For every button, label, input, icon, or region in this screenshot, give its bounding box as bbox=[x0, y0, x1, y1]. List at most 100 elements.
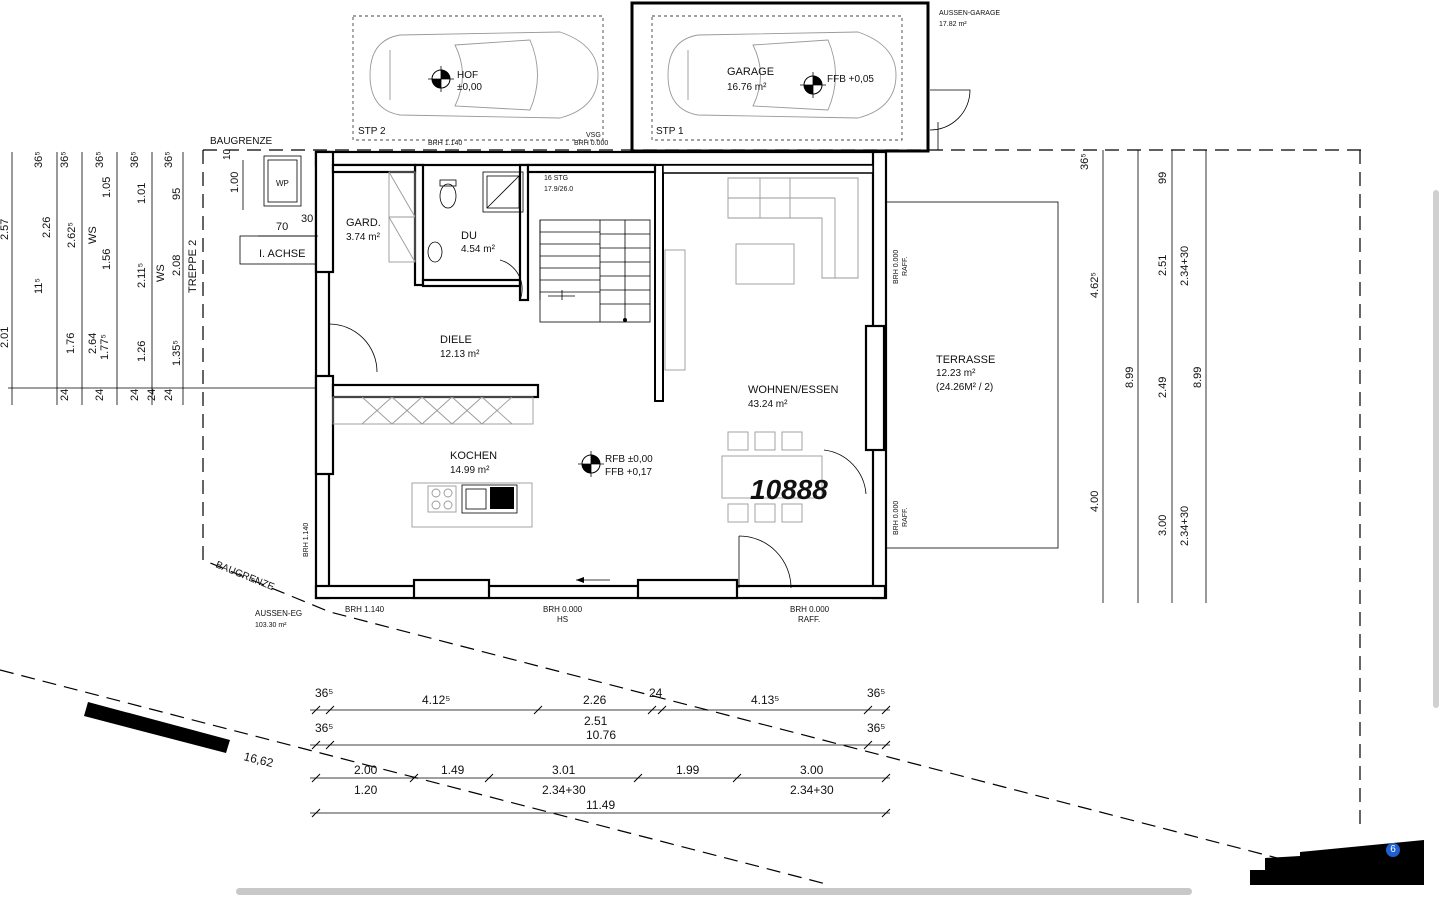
dim-l-a2: 2.62⁵ bbox=[66, 222, 78, 248]
gard-area: 3.74 m² bbox=[346, 232, 381, 243]
corner-badge[interactable]: 6 bbox=[1386, 843, 1400, 857]
dimension-tick bbox=[863, 705, 873, 715]
dim-r1-1: 4.12⁵ bbox=[422, 693, 450, 707]
dim-r-0: 36⁵ bbox=[1079, 153, 1091, 170]
dim-r-8: 4.00 bbox=[1089, 491, 1101, 512]
dimension-tick bbox=[325, 740, 335, 750]
dim-l-s2: 70 bbox=[276, 221, 288, 233]
brh-left: BRH 1.140 bbox=[303, 523, 310, 557]
doors bbox=[328, 323, 867, 589]
dim-l-a6: 1.01 bbox=[136, 183, 148, 204]
car-icon bbox=[369, 31, 599, 119]
toilet-icon bbox=[439, 183, 457, 209]
raff-right-bottom: RAFF. bbox=[902, 508, 909, 528]
dimension-tick bbox=[311, 740, 321, 750]
parking-area: HOF ±0,00 GARAGE 16.76 m² FFB +0,05 AUSS… bbox=[352, 1, 1000, 153]
dim-r4-2: 3.01 bbox=[552, 763, 576, 777]
ffb-level: FFB +0,17 bbox=[605, 467, 652, 478]
dimension-tick bbox=[881, 705, 891, 715]
wp-label: WP bbox=[276, 179, 289, 188]
dim-r1-0: 36⁵ bbox=[315, 686, 333, 700]
dim-r5-2: 2.34+30 bbox=[790, 783, 834, 797]
dim-r-2: 4.62⁵ bbox=[1089, 272, 1101, 298]
garage-level: FFB +0,05 bbox=[827, 74, 874, 85]
dim-r-7: 8.99 bbox=[1192, 367, 1204, 388]
dim-l-bot-4: 24 bbox=[146, 389, 158, 401]
baugrenze-bottom: BAUGRENZE bbox=[214, 560, 276, 594]
dim-r4-0: 2.00 bbox=[354, 763, 378, 777]
brh-top-2: BRH 0.000 bbox=[574, 140, 608, 147]
dim-l-bot-2: 24 bbox=[129, 389, 141, 401]
dim-l-b1: 2.01 bbox=[0, 327, 11, 348]
kitchen-units bbox=[332, 396, 534, 528]
brh-bottom-left: BRH 1.140 bbox=[345, 605, 385, 614]
dim-r1-2: 2.26 bbox=[583, 693, 607, 707]
gard-label: GARD. bbox=[346, 217, 381, 229]
achse-label: I. ACHSE bbox=[259, 248, 305, 260]
kochen-area: 14.99 m² bbox=[450, 465, 490, 476]
dim-r4-4: 3.00 bbox=[800, 763, 824, 777]
dim-l-top-1: 36⁵ bbox=[59, 151, 71, 168]
du-area: 4.54 m² bbox=[461, 244, 496, 255]
treppe-label: TREPPE 2 bbox=[187, 240, 199, 293]
garage-area: 16.76 m² bbox=[727, 82, 767, 93]
dimension-tick bbox=[647, 705, 657, 715]
wohnen-area: 43.24 m² bbox=[748, 399, 788, 410]
plot-number: 10888 bbox=[750, 474, 828, 505]
aussen-eg-area: 103.30 m² bbox=[255, 622, 287, 629]
terrasse-area: 12.23 m² bbox=[936, 368, 976, 379]
interior-walls bbox=[331, 163, 657, 399]
stair-ratio: 17.9/26.0 bbox=[544, 186, 573, 193]
raff-bottom: RAFF. bbox=[798, 615, 820, 624]
dimension-tick bbox=[881, 773, 891, 783]
sink-icon bbox=[461, 484, 518, 514]
diele-label: DIELE bbox=[440, 334, 472, 346]
dim-l-b5: 1.26 bbox=[136, 341, 148, 362]
dim-l-b6: 1.35⁵ bbox=[171, 340, 183, 366]
dimension-tick bbox=[732, 773, 742, 783]
brh-top-1: BRH 1.140 bbox=[428, 140, 462, 147]
dim-r-9: 3.00 bbox=[1157, 515, 1169, 536]
dim-l-a9: 95 bbox=[171, 188, 183, 200]
aussen-garage-area: 17.82 m² bbox=[939, 21, 967, 28]
dim-l-b0: 11⁵ bbox=[33, 278, 45, 294]
dim-l-a5: 1.56 bbox=[101, 249, 113, 270]
dim-r6-0: 11.49 bbox=[586, 798, 615, 812]
dim-l-s3: 30 bbox=[301, 213, 313, 225]
stair-steps: 16 STG bbox=[544, 175, 568, 182]
dim-l-top-3: 36⁵ bbox=[129, 151, 141, 168]
diele-area: 12.13 m² bbox=[440, 349, 480, 360]
dimension-tick bbox=[881, 740, 891, 750]
dim-r4-3: 1.99 bbox=[676, 763, 700, 777]
aussen-garage-label: AUSSEN-GARAGE bbox=[939, 10, 1000, 17]
level-marker-icon bbox=[428, 66, 454, 92]
horizontal-scrollbar[interactable] bbox=[236, 888, 1192, 895]
vertical-scrollbar[interactable] bbox=[1433, 190, 1439, 708]
dim-l-s1: 1.00 bbox=[229, 172, 241, 193]
right-dimensions: 36⁵ 99 4.62⁵ 2.51 2.34+30 8.99 2.49 8.99… bbox=[1079, 150, 1207, 603]
wardrobe bbox=[388, 171, 416, 263]
dim-r1-3: 24 bbox=[649, 686, 663, 700]
dim-l-a4: 1.05 bbox=[101, 177, 113, 198]
dim-l-s0: 10 bbox=[222, 148, 233, 160]
dim-r2-0: 2.51 bbox=[584, 714, 608, 728]
exterior-walls bbox=[314, 150, 888, 600]
dim-r3-0: 36⁵ bbox=[315, 721, 333, 735]
dim-r-4: 2.34+30 bbox=[1179, 246, 1191, 286]
dim-l-b4: 1.77⁵ bbox=[99, 334, 111, 360]
kochen-label: KOCHEN bbox=[450, 450, 497, 462]
brh-right-top: BRH 0.000 bbox=[893, 250, 900, 284]
left-dimensions: 36⁵ 36⁵ 36⁵ 36⁵ 36⁵ 2.57 2.26 2.62⁵ WS 1… bbox=[0, 148, 318, 405]
dimension-tick bbox=[657, 705, 667, 715]
aussen-eg-label: AUSSEN-EG bbox=[255, 609, 302, 618]
dim-l-a7: 2.11⁵ bbox=[136, 263, 148, 288]
terrasse-label: TERRASSE bbox=[936, 354, 995, 366]
dim-r-3: 2.51 bbox=[1157, 255, 1169, 276]
dim-r-1: 99 bbox=[1157, 172, 1169, 184]
length-mark: 16,62 bbox=[242, 749, 275, 770]
dim-r5-0: 1.20 bbox=[354, 783, 378, 797]
dining-table-icon bbox=[721, 455, 823, 499]
dim-l-a10: 2.08 bbox=[171, 255, 183, 276]
level-marker-icon bbox=[578, 451, 604, 477]
